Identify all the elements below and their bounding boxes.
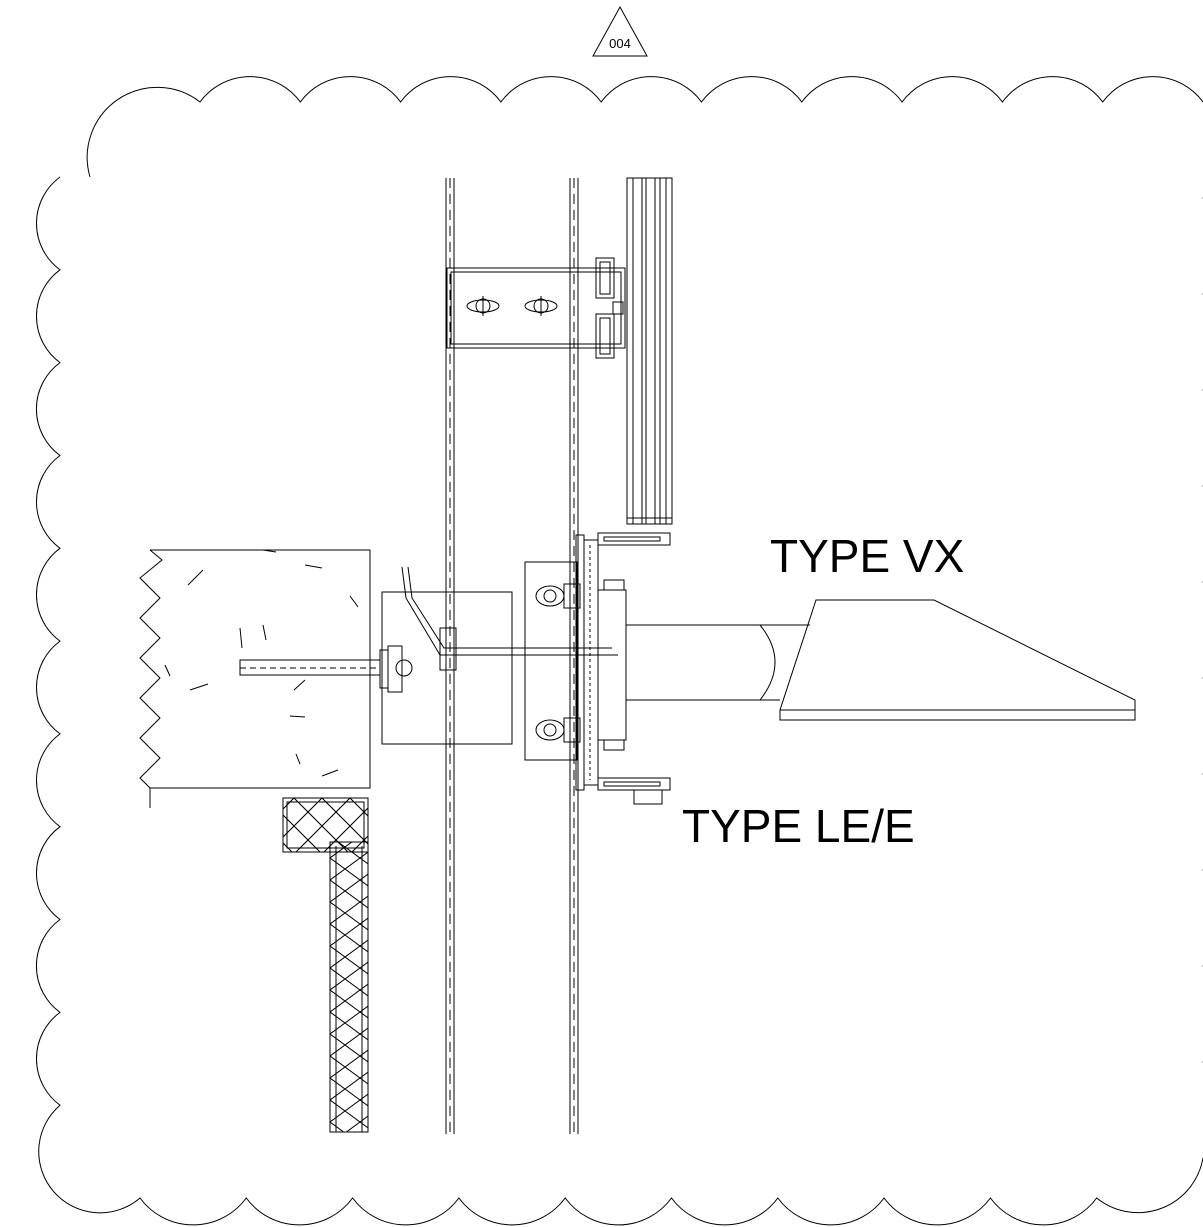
upper-bracket [446,257,626,359]
bolt-icon [524,296,558,316]
insulated-panel [282,797,369,1133]
anchor-bolt [239,645,413,693]
revision-cloud [35,76,1203,1226]
mounting-plate [524,532,671,805]
extrusion-profile [626,177,673,525]
bolt-icon [466,296,500,316]
bolt-icon [535,717,581,743]
mullion-profile [445,178,579,1134]
label-type-vx: TYPE VX [770,530,964,582]
revision-tag: 004 [609,36,631,51]
bracket-box [381,566,612,745]
label-type-le: TYPE LE/E [682,800,915,852]
revision-triangle: 004 [592,5,648,57]
light-fixture [625,599,1136,721]
bolt-icon [535,583,581,609]
concrete-slab [139,549,371,808]
